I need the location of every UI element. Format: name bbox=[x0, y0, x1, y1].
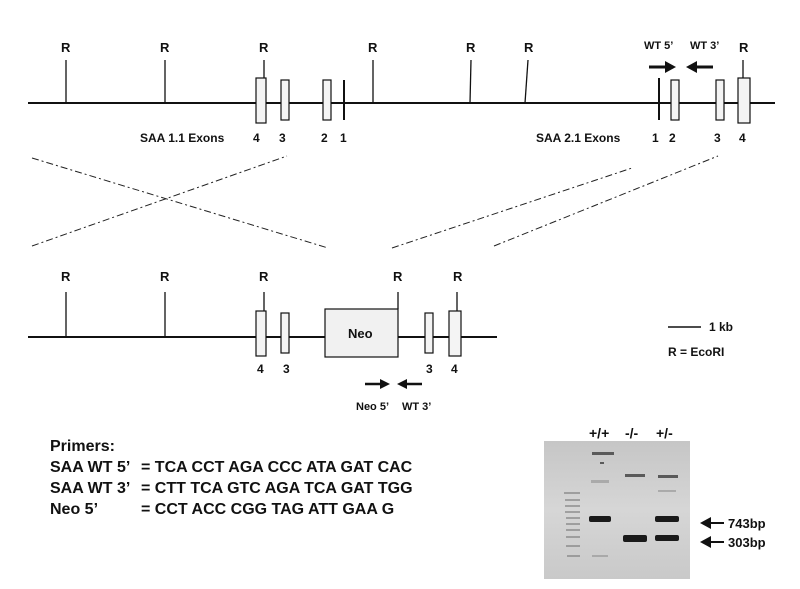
band-743bp-het bbox=[655, 516, 679, 522]
primer-list: Primers: SAA WT 5’ = TCA CCT AGA CCC ATA… bbox=[50, 438, 413, 518]
band-743-arrow-icon bbox=[700, 517, 724, 529]
gel-ladder bbox=[564, 492, 580, 557]
exon-box bbox=[670, 79, 680, 121]
exon-box bbox=[255, 310, 267, 357]
legend: 1 kb R = EcoRI bbox=[668, 320, 733, 359]
ecori-legend: R = EcoRI bbox=[668, 345, 724, 359]
neo5-primer-label: Neo 5’ bbox=[356, 401, 389, 413]
saa11-exon-number: 1 bbox=[340, 131, 347, 145]
exon-box bbox=[280, 79, 290, 121]
ko-exon-number: 3 bbox=[283, 362, 290, 376]
ecori-label: R bbox=[466, 40, 476, 55]
ko-exon-number: 4 bbox=[451, 362, 458, 376]
ecori-label: R bbox=[160, 40, 170, 55]
saa21-exon-number: 4 bbox=[739, 131, 746, 145]
saa11-exons-label: SAA 1.1 Exons bbox=[140, 131, 225, 145]
exon-box bbox=[424, 312, 434, 354]
ecori-label: R bbox=[61, 40, 71, 55]
ecori-label: R bbox=[259, 269, 269, 284]
exon-box bbox=[255, 77, 267, 124]
neo-cassette-label: Neo bbox=[348, 326, 373, 341]
ecori-label: R bbox=[524, 40, 534, 55]
wt3-ko-arrow-icon bbox=[397, 379, 422, 389]
neo-cassette bbox=[324, 308, 399, 358]
ecori-label: R bbox=[393, 269, 403, 284]
primer-name: SAA WT 3’ bbox=[50, 480, 130, 497]
recombination-lines bbox=[31, 155, 719, 249]
ecori-label: R bbox=[259, 40, 269, 55]
ecori-label: R bbox=[739, 40, 749, 55]
gel-background bbox=[544, 441, 690, 579]
primer-name: SAA WT 5’ bbox=[50, 459, 130, 476]
wt-ecori-labels: R R R R R R R bbox=[61, 40, 749, 55]
ko-exon-number: 4 bbox=[257, 362, 264, 376]
band-743bp-wt bbox=[589, 516, 611, 522]
neo5-arrow-icon bbox=[365, 379, 390, 389]
band-size-label: 303bp bbox=[728, 535, 766, 550]
primers-title: Primers: bbox=[50, 438, 115, 455]
band-size-label: 743bp bbox=[728, 516, 766, 531]
lane-label: +/- bbox=[656, 425, 673, 441]
saa21-exons-label: SAA 2.1 Exons bbox=[536, 131, 621, 145]
band-303bp-het bbox=[655, 535, 679, 541]
wt5-arrow-icon bbox=[649, 61, 676, 73]
gel-bands bbox=[589, 516, 679, 542]
saa11-exon-number: 2 bbox=[321, 131, 328, 145]
exon-box bbox=[737, 77, 751, 124]
saa21-exon-number: 1 bbox=[652, 131, 659, 145]
targeted-locus: R R R R R Neo 4 3 3 4 Neo 5’ WT 3’ bbox=[28, 269, 497, 413]
exon-box bbox=[322, 79, 332, 121]
wt5-primer-label: WT 5’ bbox=[644, 40, 673, 52]
ecori-label: R bbox=[160, 269, 170, 284]
exon-box bbox=[448, 310, 462, 357]
ko-exon-number: 3 bbox=[426, 362, 433, 376]
scale-label: 1 kb bbox=[709, 320, 733, 334]
lane-label: -/- bbox=[625, 425, 639, 441]
ko-exon-boxes bbox=[255, 310, 462, 357]
ko-ecori-labels: R R R R R bbox=[61, 269, 463, 284]
primer-seq: = CCT ACC CGG TAG ATT GAA G bbox=[141, 501, 394, 518]
band-303-arrow-icon bbox=[700, 536, 724, 548]
primer-seq: = TCA CCT AGA CCC ATA GAT CAC bbox=[141, 459, 413, 476]
gel-image: +/+ -/- +/- 743bp 303bp bbox=[544, 425, 766, 579]
ko-ecori-sites bbox=[65, 292, 458, 337]
wt3-primer-label: WT 3’ bbox=[690, 40, 719, 52]
ecori-label: R bbox=[453, 269, 463, 284]
primer-name: Neo 5’ bbox=[50, 501, 98, 518]
saa11-exon-number: 4 bbox=[253, 131, 260, 145]
exon-box bbox=[280, 312, 290, 354]
ecori-label: R bbox=[368, 40, 378, 55]
saa11-exon-boxes bbox=[255, 77, 332, 124]
gel-smear bbox=[591, 480, 676, 557]
ecori-label: R bbox=[61, 269, 71, 284]
exon-box bbox=[715, 79, 725, 121]
wild-type-locus: R R R R R R R SAA 1.1 Exons 4 3 2 1 SAA … bbox=[28, 40, 775, 145]
wt3-ko-primer-label: WT 3’ bbox=[402, 401, 431, 413]
gel-wells bbox=[592, 452, 678, 478]
primer-seq: = CTT TCA GTC AGA TCA GAT TGG bbox=[141, 480, 413, 497]
lane-label: +/+ bbox=[589, 425, 609, 441]
saa21-exon-boxes bbox=[670, 77, 751, 124]
saa21-exon-number: 2 bbox=[669, 131, 676, 145]
saa21-exon-number: 3 bbox=[714, 131, 721, 145]
band-303bp-ko bbox=[623, 535, 647, 542]
wt-ecori-sites bbox=[65, 59, 744, 104]
wt3-arrow-icon bbox=[686, 61, 713, 73]
saa11-exon-number: 3 bbox=[279, 131, 286, 145]
